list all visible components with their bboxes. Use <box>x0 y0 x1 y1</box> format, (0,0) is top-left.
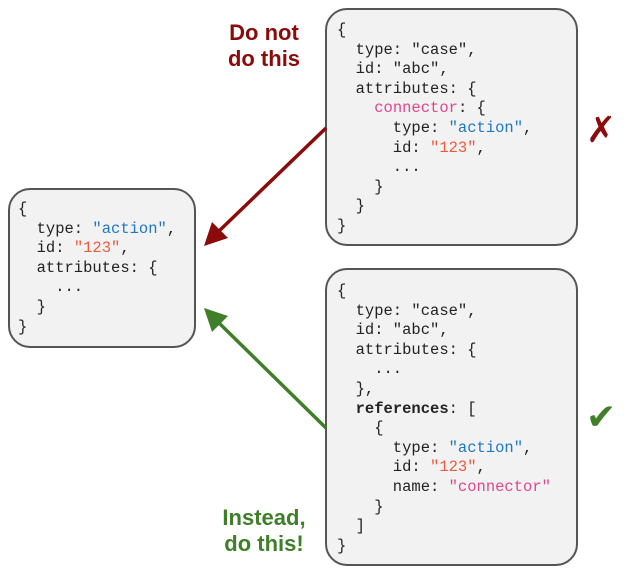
bad-caption: Do not do this <box>206 20 322 72</box>
code-line: name: "connector" <box>337 478 551 498</box>
code-token: }, <box>337 379 375 398</box>
code-token: } <box>337 497 384 516</box>
code-token: id: <box>337 458 431 477</box>
code-token-str: "action" <box>448 438 524 457</box>
code-line: id: "abc", <box>337 321 551 341</box>
code-token: , <box>120 239 130 258</box>
code-token: : { <box>457 99 486 118</box>
code-line: { <box>337 282 551 302</box>
code-line: type: "case", <box>337 302 551 322</box>
code-token: ... <box>18 278 84 297</box>
code-line: type: "action", <box>337 439 551 459</box>
code-token: attributes: { <box>337 340 477 359</box>
code-token: type: <box>18 219 93 238</box>
bad-arrow <box>204 126 328 246</box>
code-token: id: <box>18 239 74 258</box>
good-arrow <box>204 308 328 430</box>
good-example-code: { type: "case", id: "abc", attributes: {… <box>337 282 551 556</box>
code-token: id: "abc", <box>337 60 449 79</box>
code-token-str: "action" <box>448 118 524 137</box>
bad-example-box <box>325 8 578 246</box>
code-line: { <box>18 200 176 220</box>
code-token: name: <box>337 477 449 496</box>
code-token: ... <box>337 158 421 177</box>
code-token: attributes: { <box>18 258 158 277</box>
target-object-code: { type: "action", id: "123", attributes:… <box>18 200 176 337</box>
bad-caption-line: do this <box>227 46 301 71</box>
code-line: }, <box>337 380 551 400</box>
code-token: type: "case", <box>337 301 477 320</box>
code-token: type: <box>337 438 449 457</box>
code-token: , <box>476 138 486 157</box>
target-object-box <box>8 188 196 348</box>
code-line: } <box>337 537 551 557</box>
code-line: { <box>337 419 551 439</box>
code-token-str: "action" <box>92 219 167 238</box>
code-line: ... <box>337 158 532 178</box>
code-token: : [ <box>448 399 477 418</box>
code-line: references: [ <box>337 400 551 420</box>
code-token: } <box>18 297 46 316</box>
cross-mark-icon: ✗ <box>586 110 617 151</box>
code-line: { <box>337 21 532 41</box>
code-token: { <box>18 200 28 218</box>
code-token: ] <box>337 517 365 536</box>
code-line: } <box>337 197 532 217</box>
code-token-num: "123" <box>430 458 477 477</box>
code-token: , <box>476 458 486 477</box>
code-token: id: "abc", <box>337 321 449 340</box>
code-line: } <box>337 217 532 237</box>
code-line: attributes: { <box>337 341 551 361</box>
good-caption-line: Instead, <box>222 505 306 530</box>
code-token: { <box>337 21 347 39</box>
code-line: } <box>337 178 532 198</box>
code-line: attributes: { <box>337 80 532 100</box>
code-line: } <box>18 318 176 338</box>
code-line: } <box>18 298 176 318</box>
code-token: ... <box>337 360 403 379</box>
code-line: ... <box>18 278 176 298</box>
code-token-bold: references <box>355 399 449 418</box>
code-line: } <box>337 498 551 518</box>
code-token: type: <box>337 118 449 137</box>
code-token: , <box>523 438 533 457</box>
code-line: id: "123", <box>337 139 532 159</box>
check-mark-icon: ✔ <box>586 397 617 438</box>
code-line: connector: { <box>337 99 532 119</box>
code-token: } <box>337 197 365 216</box>
code-line: id: "123", <box>337 458 551 478</box>
code-token: } <box>337 536 347 555</box>
code-token: attributes: { <box>337 79 477 98</box>
code-token: { <box>337 282 347 300</box>
code-token-num: "123" <box>430 138 477 157</box>
good-caption-line: do this! <box>224 531 304 556</box>
code-token: id: <box>337 138 431 157</box>
bad-caption-line: Do not <box>229 20 299 45</box>
code-token-pink: connector <box>374 99 458 118</box>
code-line: id: "abc", <box>337 60 532 80</box>
code-line: attributes: { <box>18 259 176 279</box>
code-token: } <box>337 177 384 196</box>
good-caption: Instead, do this! <box>204 505 324 557</box>
code-token: } <box>18 317 28 336</box>
code-token: } <box>337 216 347 235</box>
code-line: id: "123", <box>18 239 176 259</box>
code-line: ] <box>337 517 551 537</box>
code-token: , <box>523 118 533 137</box>
good-example-box <box>325 268 578 566</box>
code-line: ... <box>337 360 551 380</box>
code-token: type: "case", <box>337 40 477 59</box>
bad-example-code: { type: "case", id: "abc", attributes: {… <box>337 21 532 237</box>
code-token-pink: "connector" <box>448 477 551 496</box>
code-line: type: "case", <box>337 41 532 61</box>
code-line: type: "action", <box>18 219 177 240</box>
code-token: , <box>166 219 177 238</box>
code-token: { <box>337 419 384 438</box>
code-token-num: "123" <box>73 239 121 258</box>
code-line: type: "action", <box>337 118 533 139</box>
